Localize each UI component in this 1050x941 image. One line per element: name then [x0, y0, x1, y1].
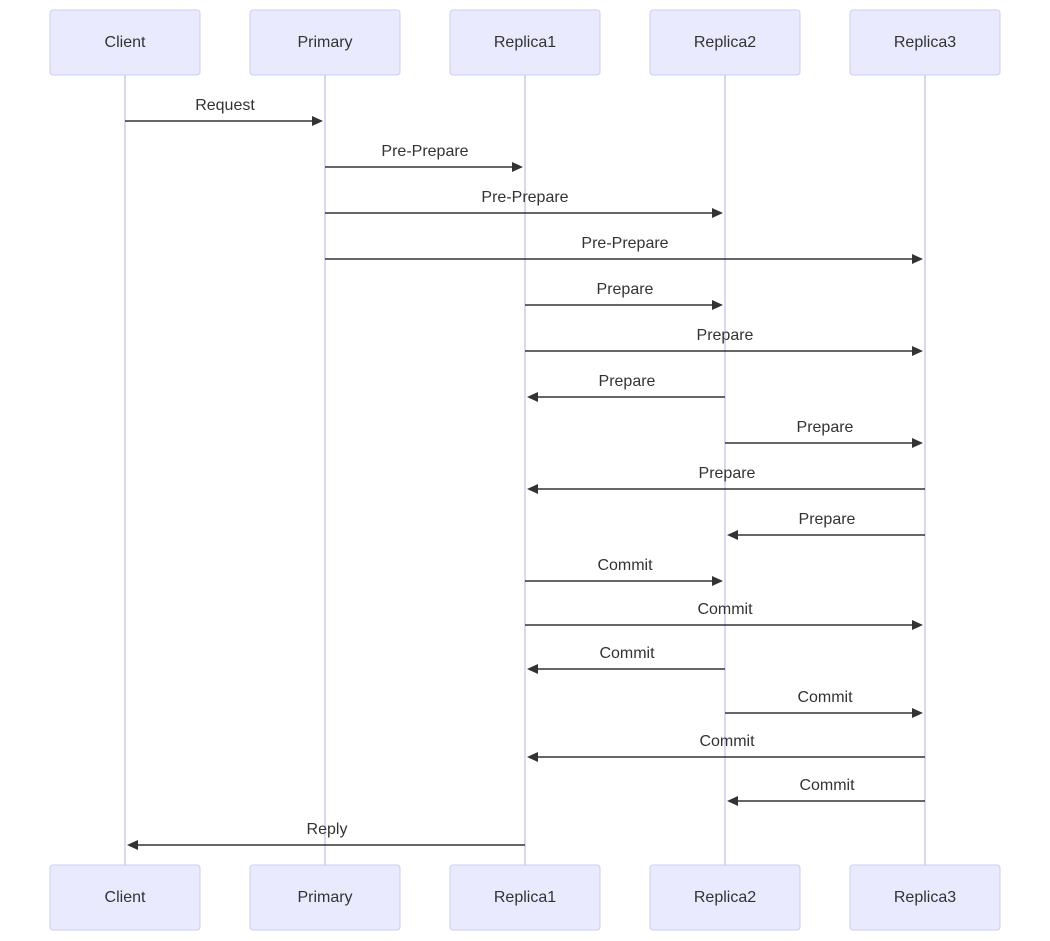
message-prepare: Prepare: [525, 281, 723, 310]
participant-label: Primary: [297, 889, 352, 906]
arrow-head-icon: [312, 116, 323, 126]
participant-box: [449, 864, 601, 931]
message-prepare: Prepare: [527, 465, 925, 494]
participant-replica1-bottom: Replica1: [449, 864, 601, 931]
participant-primary-bottom: Primary: [249, 864, 401, 931]
message-commit: Commit: [527, 733, 925, 762]
participant-box: [249, 9, 401, 76]
participant-replica2-top: Replica2: [649, 9, 801, 76]
participant-replica3-top: Replica3: [849, 9, 1001, 76]
message-pre-prepare: Pre-Prepare: [325, 235, 923, 264]
message-label: Pre-Prepare: [481, 189, 568, 206]
participant-box: [849, 9, 1001, 76]
message-label: Reply: [307, 821, 348, 838]
message-label: Prepare: [597, 281, 654, 298]
message-pre-prepare: Pre-Prepare: [325, 189, 723, 218]
message-prepare: Prepare: [527, 373, 725, 402]
arrow-head-icon: [527, 392, 538, 402]
participant-replica1-top: Replica1: [449, 9, 601, 76]
message-commit: Commit: [525, 601, 923, 630]
message-label: Commit: [597, 557, 653, 574]
arrow-head-icon: [712, 208, 723, 218]
message-label: Prepare: [599, 373, 656, 390]
participant-box: [49, 864, 201, 931]
message-label: Request: [195, 97, 255, 114]
message-label: Commit: [599, 645, 655, 662]
participant-client-top: Client: [49, 9, 201, 76]
participants-top: Client Primary Replica1 Replica2 Replica3: [49, 9, 1001, 76]
arrow-head-icon: [912, 620, 923, 630]
arrow-head-icon: [127, 840, 138, 850]
participant-box: [449, 9, 601, 76]
arrow-head-icon: [512, 162, 523, 172]
message-reply: Reply: [127, 821, 525, 850]
participant-label: Replica2: [694, 34, 756, 51]
message-label: Prepare: [799, 511, 856, 528]
arrow-head-icon: [527, 664, 538, 674]
message-commit: Commit: [527, 645, 725, 674]
message-label: Prepare: [699, 465, 756, 482]
participant-label: Primary: [297, 34, 352, 51]
participant-label: Client: [105, 34, 146, 51]
participant-box: [249, 864, 401, 931]
arrow-head-icon: [912, 438, 923, 448]
participant-label: Replica2: [694, 889, 756, 906]
message-label: Commit: [799, 777, 855, 794]
arrow-head-icon: [712, 300, 723, 310]
message-label: Commit: [697, 601, 753, 618]
message-prepare: Prepare: [727, 511, 925, 540]
message-prepare: Prepare: [725, 419, 923, 448]
participant-replica2-bottom: Replica2: [649, 864, 801, 931]
arrow-head-icon: [527, 484, 538, 494]
message-commit: Commit: [727, 777, 925, 806]
participant-client-bottom: Client: [49, 864, 201, 931]
message-label: Commit: [699, 733, 755, 750]
participants-bottom: Client Primary Replica1 Replica2 Replica3: [49, 864, 1001, 931]
message-label: Prepare: [797, 419, 854, 436]
message-label: Pre-Prepare: [381, 143, 468, 160]
message-label: Pre-Prepare: [581, 235, 668, 252]
arrow-head-icon: [912, 346, 923, 356]
arrow-head-icon: [712, 576, 723, 586]
message-prepare: Prepare: [525, 327, 923, 356]
message-label: Prepare: [697, 327, 754, 344]
participant-box: [849, 864, 1001, 931]
message-request: Request: [125, 97, 323, 126]
lifelines: [124, 75, 926, 865]
participant-label: Replica1: [494, 889, 556, 906]
message-label: Commit: [797, 689, 853, 706]
arrow-head-icon: [527, 752, 538, 762]
participant-label: Replica1: [494, 34, 556, 51]
arrow-head-icon: [727, 530, 738, 540]
participant-box: [649, 9, 801, 76]
message-commit: Commit: [525, 557, 723, 586]
participant-label: Replica3: [894, 34, 956, 51]
participant-replica3-bottom: Replica3: [849, 864, 1001, 931]
participant-box: [649, 864, 801, 931]
participant-label: Replica3: [894, 889, 956, 906]
message-commit: Commit: [725, 689, 923, 718]
participant-box: [49, 9, 201, 76]
arrow-head-icon: [912, 708, 923, 718]
arrow-head-icon: [727, 796, 738, 806]
participant-primary-top: Primary: [249, 9, 401, 76]
messages: RequestPre-PreparePre-PreparePre-Prepare…: [125, 97, 925, 850]
message-pre-prepare: Pre-Prepare: [325, 143, 523, 172]
participant-label: Client: [105, 889, 146, 906]
arrow-head-icon: [912, 254, 923, 264]
